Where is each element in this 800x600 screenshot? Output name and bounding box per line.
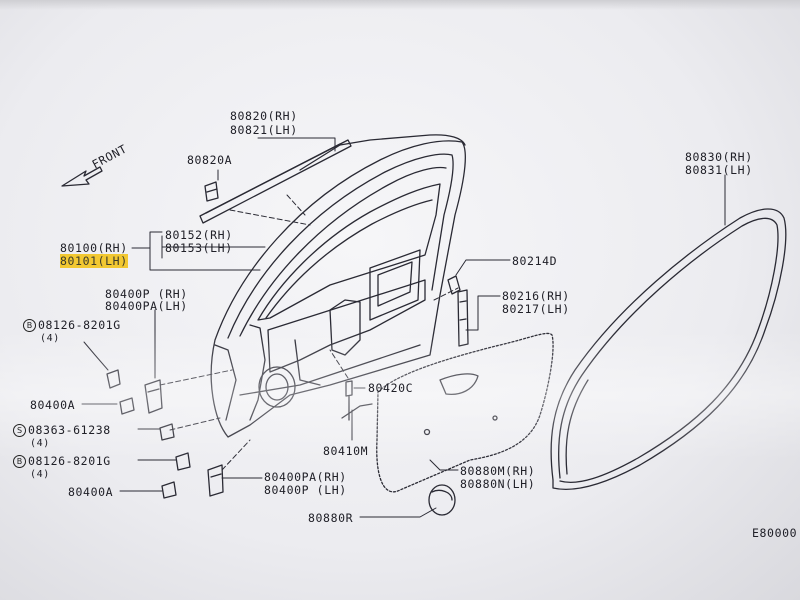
label-bolt-qty-3: (4): [30, 469, 50, 480]
label-80400pa-rh: 80400PA(RH): [264, 470, 347, 484]
label-80400p-lh: 80400P (LH): [264, 483, 347, 497]
upper-hinge: [106, 369, 163, 415]
lower-hinge: [159, 423, 224, 499]
label-80831-lh: 80831(LH): [685, 163, 753, 177]
drawing-code: E80000: [752, 526, 798, 540]
label-80820a: 80820A: [187, 153, 233, 167]
bracket-80216: [457, 289, 469, 347]
label-bolt-08363: 08363-61238: [28, 423, 111, 437]
label-80400pa-lh: 80400PA(LH): [105, 299, 188, 313]
label-80101-lh: 80101(LH): [60, 254, 128, 268]
label-80153-lh: 80153(LH): [165, 241, 233, 255]
highlighted-part-number: 80101(LH): [60, 254, 128, 268]
label-80400p-rh: 80400P (RH): [105, 287, 188, 301]
label-bolt-qty-1: (4): [40, 333, 60, 344]
sealing-screen: [376, 332, 554, 493]
label-bolt-08126-1: 08126-8201G: [38, 318, 121, 332]
label-80216-rh: 80216(RH): [502, 289, 570, 303]
label-bolt-qty-2: (4): [30, 438, 50, 449]
label-80820-rh: 80820(RH): [230, 109, 298, 123]
label-80410m: 80410M: [323, 444, 369, 458]
door-weatherstrip: [550, 208, 787, 491]
bolt-symbol-s-icon: S: [13, 424, 26, 437]
glass-run-strip: [199, 139, 352, 224]
label-bolt-08126-2: 08126-8201G: [28, 454, 111, 468]
assembly-guides: [159, 194, 459, 471]
label-80400a-1: 80400A: [30, 398, 76, 412]
label-80880r: 80880R: [308, 511, 354, 525]
hole-cap: [428, 484, 456, 516]
label-80880n-lh: 80880N(LH): [460, 477, 536, 491]
label-80880m-rh: 80880M(RH): [460, 464, 536, 478]
label-80420c: 80420C: [368, 381, 414, 395]
label-80217-lh: 80217(LH): [502, 302, 570, 316]
monitor-bezel: [0, 0, 800, 10]
label-80100-rh: 80100(RH): [60, 241, 128, 255]
clip-80820a: [204, 181, 219, 202]
label-80830-rh: 80830(RH): [685, 150, 753, 164]
bolt-symbol-b-icon: B: [23, 319, 36, 332]
label-80821-lh: 80821(LH): [230, 123, 298, 137]
clip-80214d: [447, 275, 461, 295]
door-check: [341, 380, 373, 421]
leader-lines: [81, 137, 726, 518]
label-80400a-2: 80400A: [68, 485, 114, 499]
label-80152-rh: 80152(RH): [165, 228, 233, 242]
label-80214d: 80214D: [512, 254, 558, 268]
door-shell: [210, 134, 466, 438]
front-arrow-icon: [61, 166, 103, 187]
bolt-symbol-b-icon-2: B: [13, 455, 26, 468]
